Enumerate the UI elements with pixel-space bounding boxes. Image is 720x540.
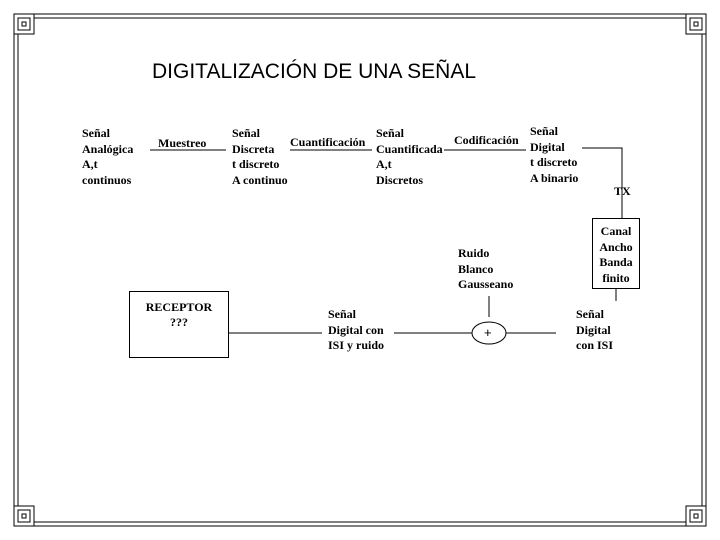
block-line: continuos [82, 172, 132, 187]
block-line: Discretos [376, 172, 424, 187]
label-quantization: Cuantificación [290, 135, 366, 149]
channel-box-text: Canal Ancho Banda finito [593, 224, 639, 286]
connector-digital-to-channel [582, 147, 623, 218]
block-line: Señal [328, 307, 357, 321]
block-digital-isi: Señal Digital con ISI [576, 307, 613, 354]
block-line: ISI y ruido [328, 338, 385, 352]
receptor-line: ??? [170, 315, 188, 329]
adder-symbol: + [484, 325, 492, 340]
block-line: Blanco [458, 261, 494, 276]
receptor-box-text: RECEPTOR ??? [130, 300, 228, 330]
block-line: Digital [576, 322, 611, 337]
block-line: Señal [232, 126, 261, 140]
block-quantized-signal: Señal Cuantificada A,t Discretos [376, 126, 443, 188]
block-white-noise: Ruido Blanco Gausseano [458, 246, 513, 293]
block-line: Señal [576, 307, 605, 321]
channel-line: Banda [599, 255, 633, 269]
block-line: t discreto [530, 155, 578, 169]
connector-lines [150, 147, 623, 334]
decorative-border [13, 13, 707, 527]
page-title: DIGITALIZACIÓN DE UNA SEÑAL [152, 60, 477, 83]
block-line: t discreto [232, 157, 280, 171]
channel-line: Ancho [599, 239, 633, 254]
block-line: Señal [82, 126, 111, 140]
block-line: A binario [530, 170, 579, 185]
corner-ornament-bottom-right [685, 505, 707, 527]
block-line: Cuantificada [376, 141, 443, 156]
receptor-box: RECEPTOR ??? [129, 291, 229, 358]
block-digital-signal: Señal Digital t discreto A binario [530, 124, 578, 186]
label-tx: TX [614, 184, 631, 198]
block-line: Digital con [328, 322, 384, 337]
corner-ornament-top-left [13, 13, 35, 35]
block-analog-signal: Señal Analógica A,t continuos [82, 126, 133, 188]
block-line: Gausseano [458, 277, 514, 291]
channel-line: Canal [600, 224, 632, 238]
label-sampling: Muestreo [158, 136, 207, 150]
channel-box: Canal Ancho Banda finito [592, 218, 640, 289]
block-discrete-signal: Señal Discreta t discreto A continuo [232, 126, 290, 188]
block-digital-isi-noise: Señal Digital con ISI y ruido [328, 307, 384, 354]
block-line: Digital [530, 139, 565, 154]
block-line: Discreta [232, 141, 275, 156]
block-line: A,t [376, 157, 392, 171]
block-line: A,t [82, 157, 98, 171]
block-line: con ISI [576, 338, 614, 352]
corner-ornament-bottom-left [13, 505, 35, 527]
label-coding: Codificación [454, 133, 519, 147]
block-line: Señal [376, 126, 405, 140]
adder-node [471, 321, 507, 345]
corner-ornament-top-right [685, 13, 707, 35]
block-line: Ruido [458, 246, 490, 260]
block-line: Señal [530, 124, 559, 138]
channel-line: finito [602, 270, 630, 285]
block-line: A continuo [232, 172, 288, 187]
block-line: Analógica [82, 141, 134, 156]
receptor-line: RECEPTOR [145, 300, 213, 314]
